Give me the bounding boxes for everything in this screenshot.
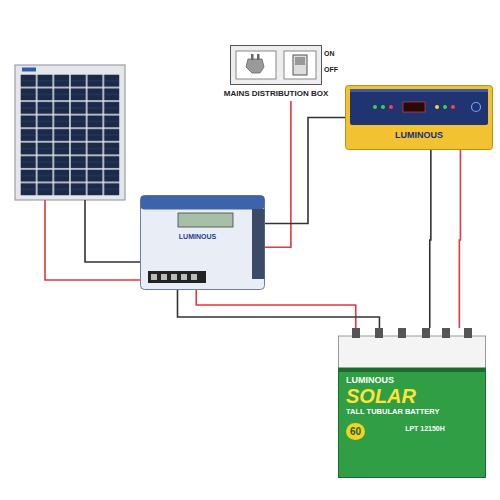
status-led xyxy=(381,105,385,109)
plug-pin xyxy=(251,54,254,60)
mains-distribution-box: MAINS DISTRIBUTION BOX xyxy=(214,45,338,101)
plug-pin xyxy=(257,54,260,60)
inverter-frame xyxy=(346,86,493,150)
terminal xyxy=(171,274,177,280)
status-led xyxy=(373,105,377,109)
inverter-display xyxy=(403,102,425,112)
battery-terminal xyxy=(375,328,383,338)
wire-connector xyxy=(196,290,356,328)
panel-red-wire xyxy=(45,200,140,280)
inverter-box: LUMINOUS xyxy=(345,85,493,150)
wire-connector xyxy=(178,290,380,328)
mains-distribution-box-shape xyxy=(230,45,322,85)
charge-controller-box-shape xyxy=(140,195,265,290)
switch-plate xyxy=(284,51,316,79)
inverter-panel xyxy=(350,89,488,125)
panel-logo xyxy=(22,68,36,72)
status-led xyxy=(435,105,439,109)
inverter-box-shape xyxy=(345,85,493,150)
battery-terminal xyxy=(352,328,360,338)
power-button xyxy=(472,103,481,112)
switch-state-label: OFF xyxy=(324,66,338,74)
battery-lid xyxy=(339,336,486,370)
switch-state-label: ON xyxy=(324,50,335,58)
wire-connector xyxy=(430,150,431,328)
terminal xyxy=(151,274,157,280)
panel-highlight xyxy=(350,89,488,92)
controller-top-band xyxy=(141,196,265,210)
mains-box-body xyxy=(231,46,322,85)
product-type: TALL TUBULAR BATTERY xyxy=(346,408,478,417)
charge-controller-box: LUMINOUS xyxy=(140,195,265,290)
controller-side xyxy=(252,209,265,279)
status-led xyxy=(451,105,455,109)
battery-band xyxy=(339,368,486,372)
terminal-strip xyxy=(148,271,206,283)
switch-body xyxy=(293,55,307,75)
panel-cells xyxy=(20,74,120,196)
box-caption: MAINS DISTRIBUTION BOX xyxy=(216,89,336,98)
wire-connector xyxy=(265,101,291,247)
plug-icon xyxy=(246,59,264,73)
battery-terminal xyxy=(442,328,450,338)
product-name: SOLAR xyxy=(346,385,478,408)
battery-terminal xyxy=(464,328,472,338)
status-led xyxy=(389,105,393,109)
panel-frame xyxy=(15,65,125,200)
controller-body xyxy=(141,196,265,290)
socket-plate xyxy=(236,51,276,79)
wire-connector xyxy=(265,118,345,224)
wire-connector xyxy=(459,150,460,328)
terminal xyxy=(191,274,197,280)
battery-terminal xyxy=(422,328,430,338)
controller-screen xyxy=(178,213,233,227)
brand-name: LUMINOUS xyxy=(346,375,478,385)
terminal xyxy=(161,274,167,280)
switch-toggle xyxy=(295,57,305,65)
battery-terminal xyxy=(398,328,406,338)
battery-body xyxy=(339,368,486,478)
status-led xyxy=(443,105,447,109)
panel-black-wire xyxy=(85,200,140,262)
model-number: LPT 12150H xyxy=(405,425,445,433)
terminal xyxy=(181,274,187,280)
brand-name: LUMINOUS xyxy=(349,130,489,140)
battery-box: LUMINOUSSOLARTALL TUBULAR BATTERY60LPT 1… xyxy=(338,328,486,478)
brand-name: LUMINOUS xyxy=(144,233,251,241)
